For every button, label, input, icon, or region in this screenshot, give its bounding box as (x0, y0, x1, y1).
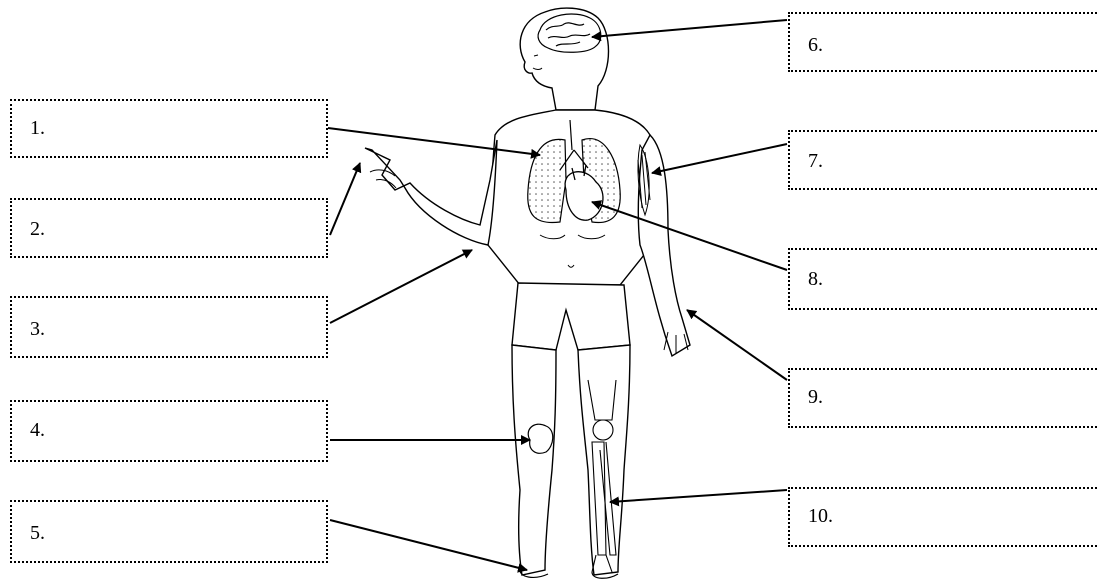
label-box-9[interactable]: 9. (788, 368, 1097, 428)
label-number-5: 5. (30, 522, 45, 545)
label-number-10: 10. (808, 505, 833, 528)
label-box-6[interactable]: 6. (788, 12, 1097, 72)
label-box-10[interactable]: 10. (788, 487, 1097, 547)
label-box-4[interactable]: 4. (10, 400, 328, 462)
arrow-2 (330, 163, 360, 235)
label-box-5[interactable]: 5. (10, 500, 328, 563)
kneecap (528, 424, 553, 453)
label-number-1: 1. (30, 117, 45, 140)
arrow-9 (687, 310, 787, 380)
arrow-7 (652, 144, 787, 173)
label-box-1[interactable]: 1. (10, 99, 328, 158)
hanging-arm (638, 135, 690, 356)
arrow-3 (330, 250, 472, 323)
brain (538, 14, 601, 52)
arrow-10 (610, 490, 787, 502)
label-box-7[interactable]: 7. (788, 130, 1097, 190)
body-outline (365, 8, 690, 575)
label-number-8: 8. (808, 268, 823, 291)
label-number-6: 6. (808, 34, 823, 57)
arrow-6 (592, 20, 787, 37)
label-number-9: 9. (808, 386, 823, 409)
pointing-arm (365, 140, 497, 245)
label-number-4: 4. (30, 419, 45, 442)
left-leg (512, 345, 556, 575)
label-box-2[interactable]: 2. (10, 198, 328, 258)
label-number-7: 7. (808, 150, 823, 173)
label-number-2: 2. (30, 218, 45, 241)
label-box-8[interactable]: 8. (788, 248, 1097, 310)
arrow-5 (330, 520, 527, 570)
shorts (512, 283, 630, 350)
label-number-3: 3. (30, 318, 45, 341)
label-box-3[interactable]: 3. (10, 296, 328, 358)
